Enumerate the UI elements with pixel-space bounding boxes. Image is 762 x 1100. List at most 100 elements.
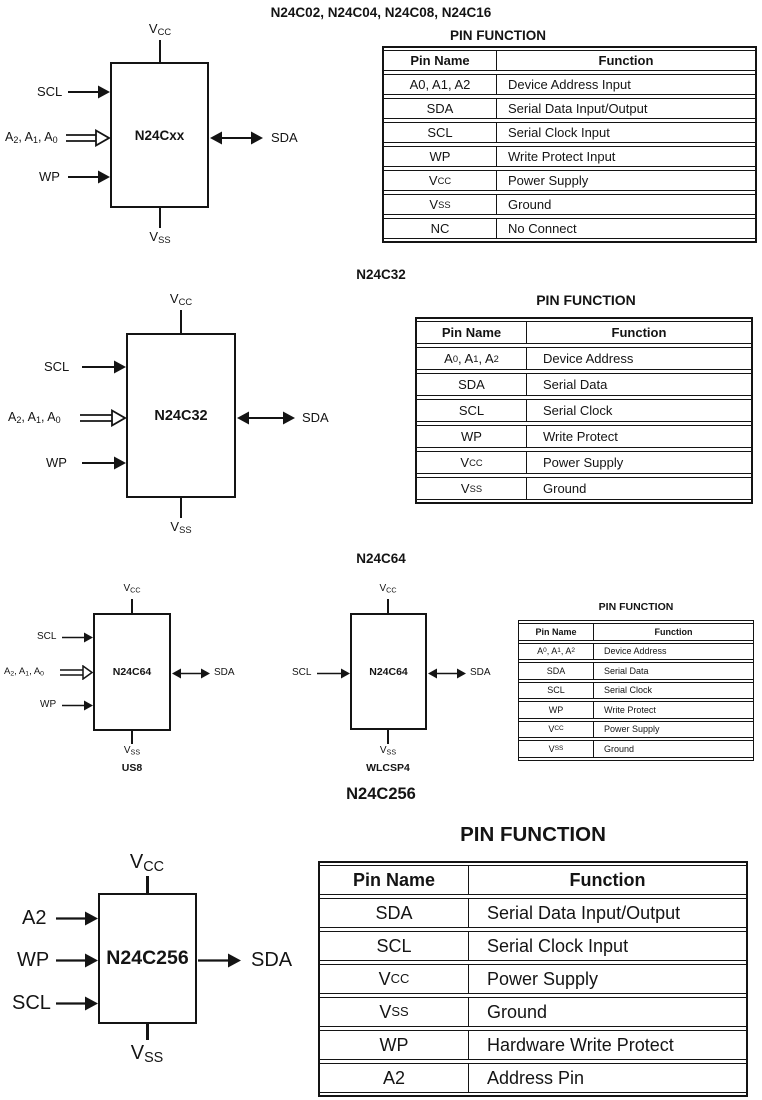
table-header-row: Pin Name Function [320,865,746,895]
pin-label-scl: SCL [44,359,70,374]
function-cell: Ground [543,481,587,496]
pin-label-vss: VSS [130,1042,164,1067]
function-cell: Write Protect [604,704,656,715]
pin-function-heading-2: PIN FUNCTION [536,292,636,308]
scl-input-arrow-icon [56,996,98,1011]
vcc-pin-line [159,40,161,62]
wp-input-arrow-icon [82,456,126,470]
address-bus-arrow-icon [60,665,93,680]
function-cell: Power Supply [487,968,599,989]
chip-box-n24c64-us8: N24C64 [93,613,171,731]
function-cell: Hardware Write Protect [487,1034,674,1055]
vss-pin-line [131,731,133,744]
pin-label-vss: VSS [379,745,397,757]
function-cell: Device Address Input [508,77,631,92]
function-header: Function [654,626,693,637]
pin-label-vss: VSS [170,519,192,536]
scl-input-arrow-icon [82,360,126,374]
vcc-pin-line [180,310,182,333]
pin-label-scl: SCL [292,667,312,678]
pin-label-sda: SDA [302,410,329,425]
chip-box-n24c64-wlcsp4: N24C64 [350,613,427,730]
chip-label: N24Cxx [134,127,185,143]
pin-label-scl: SCL [37,631,57,642]
function-cell: Device Address [604,646,667,657]
pin-label-vcc: VCC [129,851,165,876]
pin-label-vss: VSS [123,745,141,757]
pin-name-cell: WP [417,426,527,447]
section-title-n24c64: N24C64 [356,551,406,566]
pin-function-heading-4: PIN FUNCTION [460,823,606,846]
pin-label-wp: WP [46,455,67,470]
pin-label-wp: WP [17,949,50,971]
table-header-row: Pin Name Function [519,623,753,641]
package-label-wlcsp4: WLCSP4 [366,762,410,774]
address-bus-arrow-icon [80,409,126,427]
chip-label: N24C64 [112,666,152,678]
table-row: WP Write Protect [417,425,751,448]
pin-name-cell: SCL [320,932,469,960]
function-cell: Ground [487,1001,548,1022]
pin-name-cell: SCL [519,682,594,698]
pin-label-scl: SCL [37,84,63,99]
pin-label-sda: SDA [214,667,235,678]
pin-name-cell: WP [384,147,497,166]
table-header-row: Pin Name Function [417,321,751,344]
function-cell: Write Protect [543,429,618,444]
section-title-n24c32: N24C32 [356,267,406,282]
pin-label-address-bus: A2, A1, A0 [5,130,58,145]
function-header: Function [598,53,654,68]
vss-pin-line [387,730,389,744]
chip-box-n24cxx: N24Cxx [110,62,209,208]
vss-pin-line [146,1024,149,1040]
pin-name-header: Pin Name [320,866,469,894]
function-cell: Ground [508,197,552,212]
pin-name-cell: SDA [320,899,469,927]
pin-name-header: Pin Name [519,624,594,640]
pin-name-cell: NC [384,219,497,238]
function-cell: Serial Data [543,377,608,392]
scl-input-arrow-icon [68,85,110,99]
pin-label-wp: WP [40,699,57,710]
function-cell: Power Supply [508,173,589,188]
function-cell: Write Protect Input [508,149,616,164]
chip-label: N24C256 [106,947,189,969]
function-cell: Serial Clock [604,685,653,696]
function-cell: Serial Clock Input [487,935,629,956]
function-header: Function [611,325,667,340]
address-bus-arrow-icon [66,129,110,147]
pin-name-cell: SCL [384,123,497,142]
pin-label-vcc: VCC [379,583,397,595]
pin-name-cell: WP [519,702,594,718]
pin-label-address-bus: A2, A1, A0 [8,410,61,425]
sda-bidirectional-arrow-icon [210,131,263,145]
wp-input-arrow-icon [62,700,93,711]
chip-box-n24c32: N24C32 [126,333,236,498]
pin-name-header: Pin Name [384,51,497,70]
function-cell: Power Supply [604,724,660,735]
sda-output-arrow-icon [198,953,241,968]
pin-label-sda: SDA [251,949,293,971]
vcc-pin-line [146,876,149,893]
vcc-pin-line [387,599,389,613]
pin-name-cell: SCL [417,400,527,421]
section-title-n24c02-16: N24C02, N24C04, N24C08, N24C16 [270,5,492,20]
table-row: WP Write Protect Input [384,146,755,167]
table-row: SCL Serial Clock Input [320,931,746,961]
